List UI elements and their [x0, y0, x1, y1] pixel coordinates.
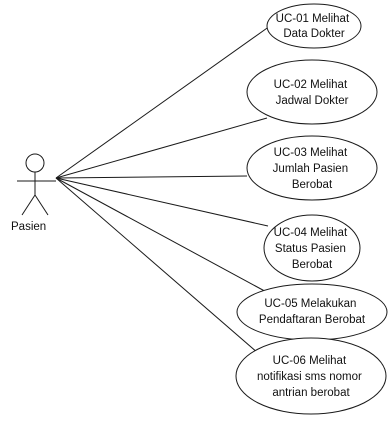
use-case-uc03-label: UC-03 Melihat Jumlah Pasien Berobat: [273, 147, 352, 191]
actor-pasien: Pasien: [11, 153, 56, 233]
use-case-uc05-line-2: Pendaftaran Berobat: [259, 314, 366, 326]
use-case-uc06-line-1: UC-06 Melihat: [273, 355, 347, 367]
use-case-uc04-line-2: Status Pasien: [275, 243, 346, 255]
use-case-uc01-line-1: UC-01 Melihat: [276, 13, 350, 25]
use-case-uc06: UC-06 Melihat notifikasi sms nomor antri…: [235, 337, 387, 415]
association-line-uc05: [55, 177, 273, 296]
use-case-uc03-line-1: UC-03 Melihat: [274, 147, 348, 159]
use-case-uc02-label: UC-02 Melihat Jadwal Dokter: [274, 79, 351, 107]
use-case-uc02-line-2: Jadwal Dokter: [276, 95, 349, 107]
actor-label: Pasien: [11, 221, 46, 233]
use-case-uc05: UC-05 Melakukan Pendaftaran Berobat: [236, 283, 388, 341]
use-case-uc01-oval: [266, 3, 362, 49]
association-line-uc02: [55, 117, 268, 179]
use-case-uc06-label: UC-06 Melihat notifikasi sms nomor antri…: [257, 355, 365, 399]
association-line-uc04: [55, 177, 269, 227]
actor-head: [25, 153, 45, 173]
association-line-uc01: [55, 25, 271, 179]
use-case-uc04-label: UC-04 Melihat Status Pasien Berobat: [274, 227, 351, 271]
use-case-uc02: UC-02 Melihat Jadwal Dokter: [246, 59, 378, 125]
association-line-uc06: [55, 177, 259, 354]
use-case-uc04: UC-04 Melihat Status Pasien Berobat: [263, 214, 361, 282]
actor-left-leg: [21, 194, 36, 216]
use-case-uc05-oval: [236, 283, 388, 341]
actor-right-leg: [34, 194, 49, 216]
use-case-uc03: UC-03 Melihat Jumlah Pasien Berobat: [246, 135, 378, 201]
use-case-uc02-oval: [246, 59, 378, 125]
use-case-uc01-line-2: Data Dokter: [283, 28, 345, 40]
use-case-uc04-line-1: UC-04 Melihat: [274, 227, 348, 239]
use-case-uc01-label: UC-01 Melihat Data Dokter: [276, 13, 353, 40]
use-case-uc03-oval: [246, 135, 378, 201]
use-case-uc02-line-1: UC-02 Melihat: [274, 79, 348, 91]
use-case-uc03-line-2: Jumlah Pasien: [273, 163, 348, 175]
use-case-uc06-line-2: notifikasi sms nomor: [257, 371, 362, 383]
use-case-uc03-line-3: Berobat: [292, 179, 333, 191]
use-case-uc06-line-3: antrian berobat: [272, 387, 350, 399]
use-case-uc04-oval: [263, 214, 361, 282]
association-line-uc03: [55, 175, 248, 179]
use-case-uc06-oval: [235, 337, 387, 415]
use-case-uc05-label: UC-05 Melakukan Pendaftaran Berobat: [259, 298, 366, 326]
use-case-uc04-line-3: Berobat: [292, 259, 333, 271]
use-case-uc01: UC-01 Melihat Data Dokter: [266, 3, 362, 49]
use-case-uc05-line-1: UC-05 Melakukan: [264, 298, 356, 310]
